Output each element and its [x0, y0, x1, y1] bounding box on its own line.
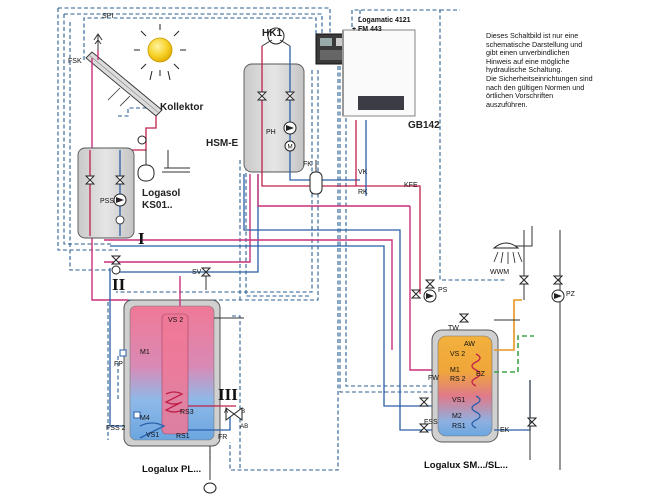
disclaimer-note: Dieses Schaltbild ist nur eine schematis… [486, 31, 656, 109]
note-line: hydraulische Schaltung. [486, 65, 563, 75]
logalux-sm-tank [431, 329, 499, 443]
boiler-gb142 [342, 29, 416, 117]
note-line: gibt einen unverbindlichen [486, 48, 570, 58]
mixer-icon [225, 407, 243, 421]
svg-text:M: M [288, 144, 293, 151]
right-tank-pipes [494, 230, 561, 470]
left-tank-pipes [179, 270, 244, 494]
note-line: Die Sicherheitseinrichtungen sind [486, 73, 593, 83]
valve-icon [110, 255, 212, 277]
logasol-station [77, 147, 135, 239]
note-line: örtlichen Vorschriften [486, 91, 554, 101]
control-wiring [57, 7, 506, 471]
note-line: nach den gültigen Normen und [486, 82, 585, 92]
expansion-vessel-icon [137, 135, 190, 182]
sun-icon [134, 24, 186, 81]
note-line: schematische Darstellung und [486, 39, 583, 49]
pump-icon [423, 289, 565, 303]
collector [85, 51, 163, 117]
hsm-module: M [243, 27, 305, 173]
pump-icon [283, 121, 297, 135]
logalux-pl-tank [119, 299, 221, 447]
mixer-icon: M [284, 140, 296, 152]
valve-icon [410, 275, 564, 433]
note-line: auszuführen. [486, 99, 528, 109]
shower-icon [492, 226, 533, 264]
note-line: Hinweis auf eine mögliche [486, 56, 570, 66]
valve-icon [84, 175, 126, 185]
air-vent-icon [93, 33, 103, 50]
expansion-vessel-icon [309, 160, 323, 195]
pump-icon [113, 193, 127, 207]
note-line: Dieses Schaltbild ist nur eine [486, 31, 579, 40]
